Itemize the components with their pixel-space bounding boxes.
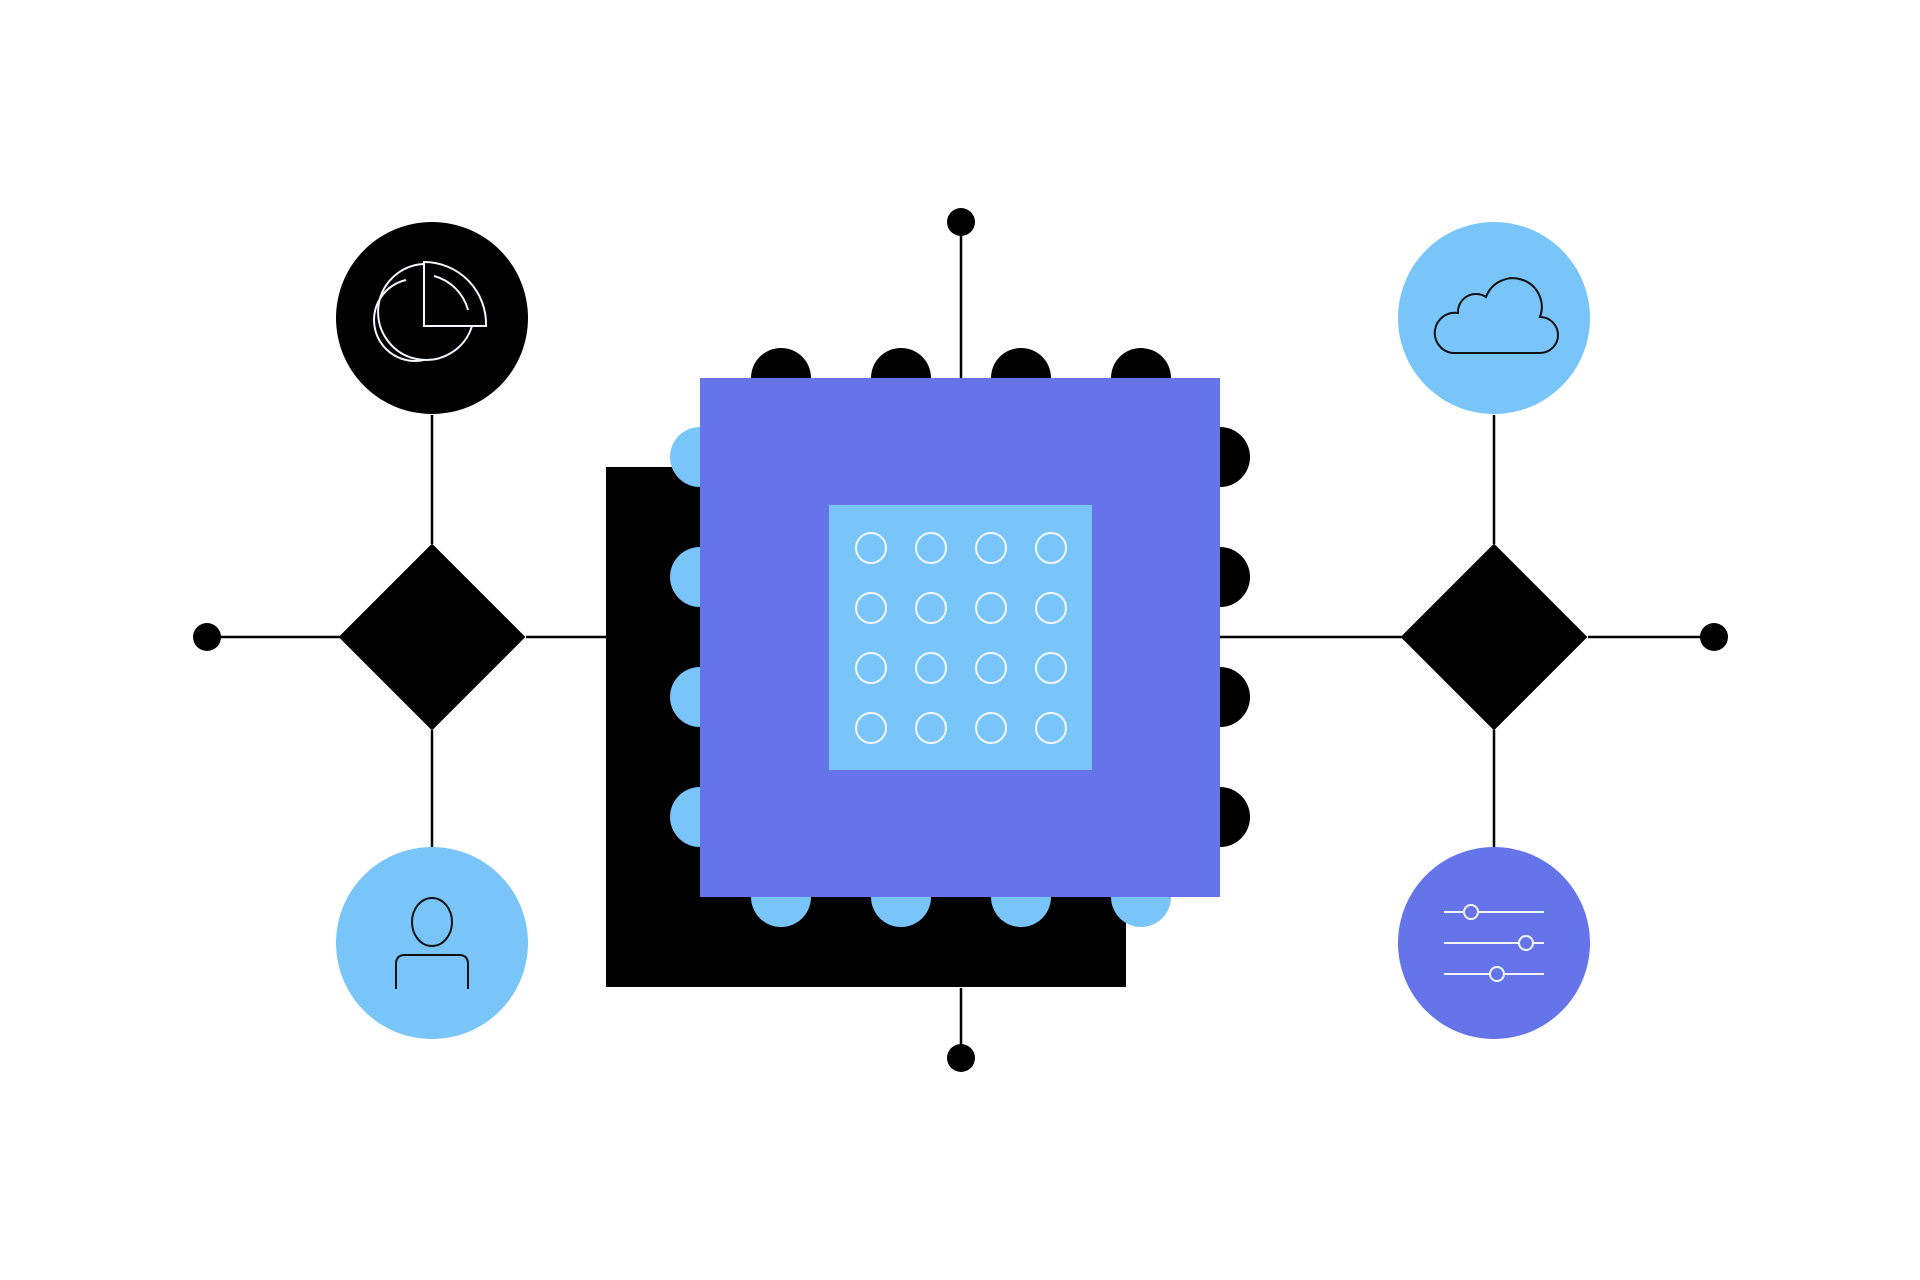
right-top-node — [1398, 222, 1590, 414]
core-dot — [1035, 592, 1067, 624]
user-icon — [395, 897, 469, 989]
core-dot — [1035, 652, 1067, 684]
processor-chip — [606, 348, 1250, 987]
left-bottom-node — [336, 847, 528, 1039]
right-endpoint-dot — [1700, 623, 1728, 651]
sliders-icon — [1444, 904, 1544, 982]
core-dot — [915, 652, 947, 684]
pie-chart-icon — [373, 260, 488, 362]
right-bottom-node — [1398, 847, 1590, 1039]
core-dot — [975, 532, 1007, 564]
core-dot — [855, 712, 887, 744]
left-top-node — [336, 222, 528, 414]
chip-core — [829, 505, 1092, 770]
core-dot — [915, 532, 947, 564]
chip-core-dot-grid — [855, 532, 1067, 744]
core-dot — [915, 712, 947, 744]
core-dot — [915, 592, 947, 624]
right-junction-diamond — [1400, 543, 1588, 731]
left-endpoint-dot — [193, 623, 221, 651]
core-dot — [1035, 712, 1067, 744]
left-junction-diamond — [338, 543, 526, 731]
cloud-icon — [1433, 277, 1559, 354]
bottom-endpoint-dot — [947, 1044, 975, 1072]
node-circle — [336, 847, 528, 1039]
core-dot — [975, 652, 1007, 684]
core-dot — [855, 652, 887, 684]
top-endpoint-dot — [947, 208, 975, 236]
core-dot — [855, 592, 887, 624]
node-circle — [1398, 222, 1590, 414]
connector-lines — [207, 222, 1714, 1058]
core-dot — [855, 532, 887, 564]
core-dot — [975, 592, 1007, 624]
core-dot — [975, 712, 1007, 744]
core-dot — [1035, 532, 1067, 564]
node-circle — [336, 222, 528, 414]
